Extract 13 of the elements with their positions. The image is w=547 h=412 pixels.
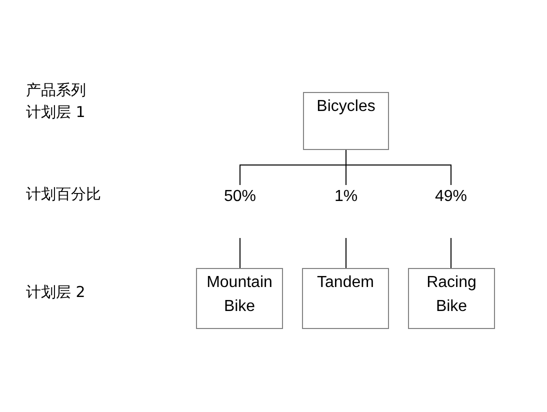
level-label: 产品系列 <box>26 80 86 100</box>
connector-line <box>346 150 452 186</box>
level-label: 计划百分比 <box>26 184 101 204</box>
category-box: Mountain Bike <box>196 268 283 329</box>
connector-line <box>450 238 452 268</box>
percentage-text: 49% <box>431 187 471 207</box>
percentage-text: 1% <box>326 187 366 207</box>
percentage-text: 50% <box>220 187 260 207</box>
category-box: Racing Bike <box>408 268 495 329</box>
category-box: Bicycles <box>303 92 389 150</box>
category-box: Tandem <box>302 268 389 329</box>
level-label: 计划层 1 <box>26 102 86 122</box>
level-label: 计划层 2 <box>26 282 86 302</box>
